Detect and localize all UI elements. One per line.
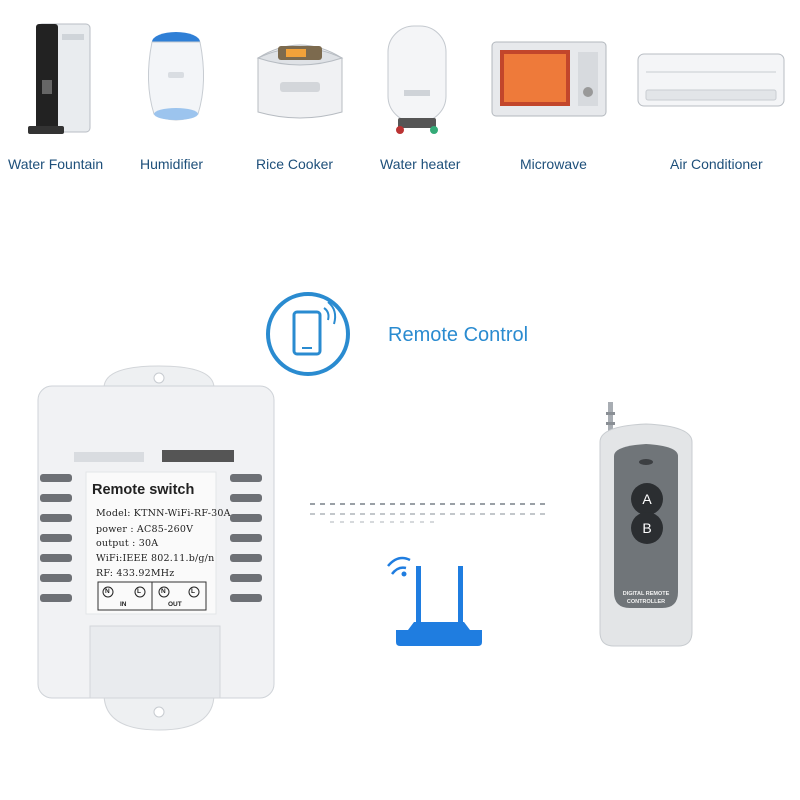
spec-wifi: WiFi:IEEE 802.11.b/g/n bbox=[96, 553, 215, 564]
remote-caption: DIGITAL REMOTE CONTROLLER bbox=[600, 590, 692, 606]
humidifier-icon bbox=[147, 32, 205, 121]
terminal-l-in: L bbox=[137, 588, 141, 595]
appliance-label: Water Fountain bbox=[8, 156, 104, 172]
wifi-router-icon bbox=[387, 556, 482, 646]
remote-caption-line2: CONTROLLER bbox=[626, 599, 666, 605]
appliance-label: Microwave bbox=[520, 156, 587, 172]
remote-control-title: Remote Control bbox=[388, 324, 529, 346]
signal-dashes bbox=[310, 503, 550, 523]
appliance-label: Air Conditioner bbox=[670, 156, 763, 172]
air-conditioner-icon bbox=[637, 53, 785, 107]
water-fountain-icon bbox=[28, 23, 91, 134]
remote-button-a[interactable]: A bbox=[631, 483, 663, 515]
phone-signal-icon bbox=[266, 292, 350, 376]
terminal-out-label: OUT bbox=[168, 601, 182, 608]
spec-power: power : AC85-260V bbox=[96, 524, 194, 535]
appliance-label: Rice Cooker bbox=[256, 156, 334, 172]
rice-cooker-icon bbox=[256, 44, 344, 119]
terminal-in-label: IN bbox=[120, 601, 127, 608]
remote-button-b[interactable]: B bbox=[631, 512, 663, 544]
terminal-n-in: N bbox=[105, 588, 110, 595]
remote-caption-line1: DIGITAL REMOTE bbox=[622, 591, 670, 597]
terminal-l-out: L bbox=[191, 588, 195, 595]
appliance-label: Water heater bbox=[380, 156, 461, 172]
water-heater-icon bbox=[387, 25, 447, 134]
switch-title: Remote switch bbox=[92, 482, 195, 498]
microwave-icon bbox=[491, 41, 607, 117]
spec-output: output : 30A bbox=[96, 538, 159, 549]
terminal-n-out: N bbox=[161, 588, 166, 595]
remote-button-b-label: B bbox=[642, 520, 652, 536]
remote-switch-body bbox=[37, 365, 275, 731]
spec-rf: RF: 433.92MHz bbox=[96, 568, 175, 579]
spec-model: Model: KTNN-WiFi-RF-30A bbox=[96, 508, 231, 519]
appliance-label: Humidifier bbox=[140, 156, 204, 172]
remote-button-a-label: A bbox=[642, 491, 652, 507]
